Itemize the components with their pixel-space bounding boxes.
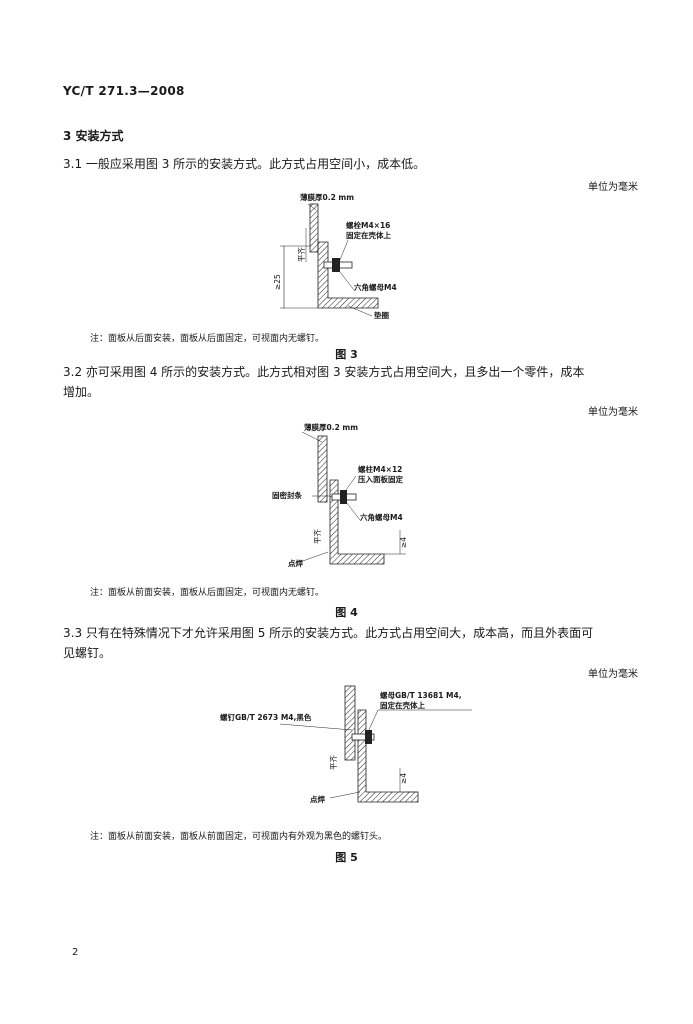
fig4-stud-label: 螺柱M4×12 — [358, 464, 402, 474]
paragraph-3-2-line2: 增加。 — [63, 385, 100, 399]
fig5-screw-label: 螺钉GB/T 2673 M4,黑色 — [220, 712, 312, 722]
unit-label-fig4: 单位为毫米 — [588, 407, 638, 418]
fig4-stud-fix-label: 压入面板固定 — [358, 474, 403, 484]
page-number: 2 — [72, 947, 79, 958]
fig3-nut-label: 六角螺母M4 — [354, 282, 397, 292]
document-code: YC/T 271.3—2008 — [63, 84, 185, 98]
unit-label-fig5: 单位为毫米 — [588, 669, 638, 680]
fig3-dimension-label: ≥25 — [273, 274, 282, 290]
note-fig3: 注：面板从后面安装，面板从后面固定，可视面内无螺钉。 — [90, 334, 325, 344]
unit-label-fig3: 单位为毫米 — [588, 182, 638, 193]
note-fig5: 注：面板从前面安装，面板从前面固定，可视面内有外观为黑色的螺钉头。 — [90, 832, 388, 842]
fig4-film-label: 薄膜厚0.2 mm — [304, 422, 358, 432]
fig4-seal-label: 固密封条 — [272, 490, 302, 500]
fig3-film-label: 薄膜厚0.2 mm — [300, 192, 354, 202]
figure-3-drawing: 薄膜厚0.2 mm 螺栓M4×16 固定在壳体上 六角螺母M4 垫圈 平齐 ≥2… — [273, 192, 397, 320]
figure-4-drawing: 薄膜厚0.2 mm 螺柱M4×12 压入面板固定 固密封条 六角螺母M4 平齐 … — [272, 422, 408, 568]
fig5-nut-fix-label: 固定在壳体上 — [380, 700, 425, 710]
fig3-bolt-fix-label: 固定在壳体上 — [346, 230, 391, 240]
fig4-weld-label: 点焊 — [288, 558, 303, 568]
fig3-washer-label: 垫圈 — [374, 310, 389, 320]
paragraph-3-3-line1: 3.3 只有在特殊情况下才允许采用图 5 所示的安装方式。此方式占用空间大，成本… — [63, 626, 594, 640]
fig5-dimension-label: ≥4 — [399, 773, 408, 784]
paragraph-3-3-line2: 见螺钉。 — [63, 646, 112, 660]
fig5-flush-label: 平齐 — [328, 755, 338, 770]
paragraph-3-1: 3.1 一般应采用图 3 所示的安装方式。此方式占用空间小，成本低。 — [63, 157, 426, 171]
fig4-dimension-label: ≥4 — [399, 537, 408, 548]
paragraph-3-2-line1: 3.2 亦可采用图 4 所示的安装方式。此方式相对图 3 安装方式占用空间大，且… — [63, 365, 585, 379]
section-title: 3 安装方式 — [63, 129, 124, 143]
fig3-flush-label: 平齐 — [296, 247, 306, 262]
fig5-nut-label: 螺母GB/T 13681 M4, — [380, 690, 462, 700]
caption-fig5: 图 5 — [335, 851, 358, 864]
fig4-nut-label: 六角螺母M4 — [360, 512, 403, 522]
fig5-weld-label: 点焊 — [310, 794, 325, 804]
fig4-flush-label: 平齐 — [312, 529, 322, 544]
note-fig4: 注：面板从前面安装，面板从后面固定，可视面内无螺钉。 — [90, 588, 325, 598]
figure-5-drawing: 螺母GB/T 13681 M4, 固定在壳体上 螺钉GB/T 2673 M4,黑… — [220, 685, 472, 804]
caption-fig4: 图 4 — [335, 606, 358, 619]
caption-fig3: 图 3 — [335, 348, 358, 361]
fig3-bolt-label: 螺栓M4×16 — [346, 220, 390, 230]
